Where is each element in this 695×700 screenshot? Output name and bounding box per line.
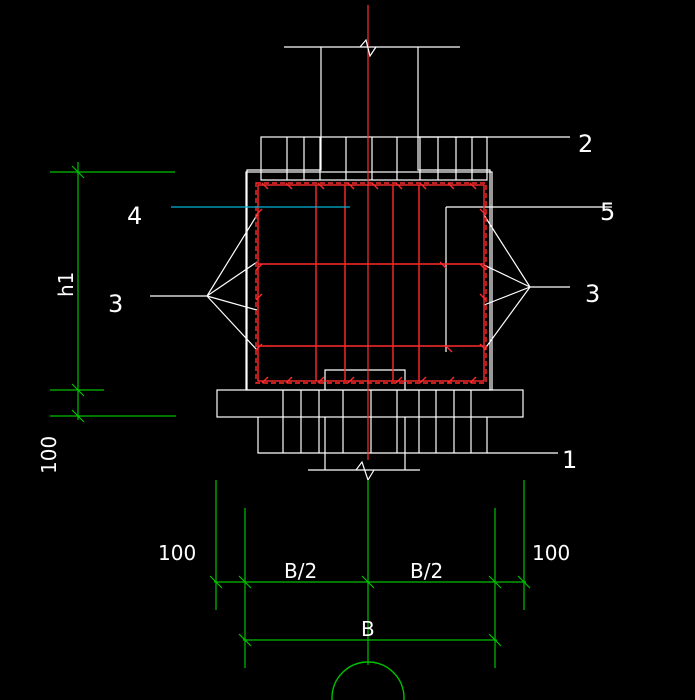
- concrete-outline: [150, 46, 612, 471]
- dim-label-total: B: [361, 617, 375, 641]
- callout-3-right: 3: [585, 280, 600, 308]
- dim-horizontal-ext: [215, 480, 525, 668]
- break-mark-top: [359, 38, 377, 58]
- dim-vertical-ext: [50, 171, 176, 417]
- top-cap-band: [260, 136, 488, 181]
- callout-5: 5: [600, 198, 615, 226]
- bottom-band: [257, 417, 488, 454]
- base-plate: [216, 389, 524, 418]
- dimension-lines: [50, 162, 531, 668]
- dim-label-100-left: 100: [158, 541, 196, 565]
- column-body: [245, 171, 493, 391]
- top-cap-ticks: [286, 137, 473, 180]
- rebar-vertical-bars: [315, 185, 420, 381]
- dim-label-100-vertical: 100: [37, 436, 61, 474]
- rebar-horizontal-bars: [258, 263, 484, 347]
- axis-bubble: [331, 661, 405, 700]
- rebar-stirrup-inner: [257, 184, 485, 382]
- leader-fan-right-3: [483, 214, 570, 351]
- dim-horizontal-ticks: [209, 575, 531, 647]
- leader-line-5: [445, 206, 612, 352]
- callout-2: 2: [578, 130, 593, 158]
- callout-3-left: 3: [108, 290, 123, 318]
- rebar-hooks: [255, 182, 487, 384]
- upper-column-outline: [246, 46, 491, 390]
- callout-4: 4: [127, 202, 142, 230]
- rebar-cage: [255, 182, 487, 384]
- break-marks: [355, 38, 377, 482]
- dim-label-h1: h1: [54, 272, 78, 297]
- lower-pedestal: [308, 369, 420, 471]
- dim-vertical-ticks: [71, 165, 85, 423]
- dim-label-half-right: B/2: [410, 559, 443, 583]
- dim-label-half-left: B/2: [284, 559, 317, 583]
- rebar-stirrup-outer: [255, 182, 487, 384]
- leader-fan-left-3: [150, 214, 258, 351]
- break-mark-bottom: [355, 460, 375, 482]
- bottom-band-ticks: [282, 390, 472, 453]
- dim-label-100-right: 100: [532, 541, 570, 565]
- callout-1: 1: [562, 446, 577, 474]
